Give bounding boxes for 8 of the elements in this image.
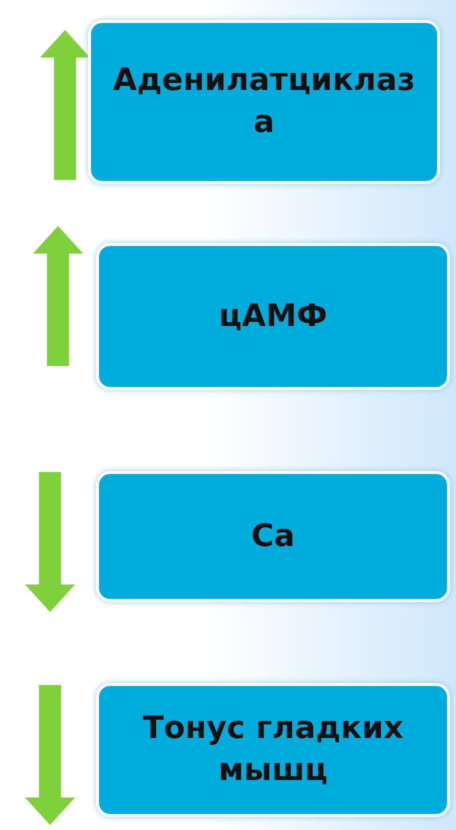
box-label: Тонус гладких мышц [142,709,404,790]
box-label: Аденилатциклаза [112,61,416,142]
box-label: цАМФ [218,296,328,336]
process-box [96,243,450,390]
box-label: Ca [251,516,295,556]
process-box [88,20,440,184]
process-box [96,683,450,817]
process-box [96,471,450,602]
